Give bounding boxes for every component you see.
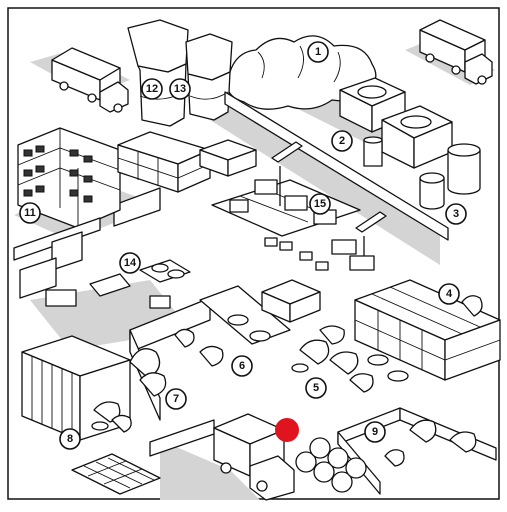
zone-label-4-text: 4 [446, 288, 453, 300]
zone-label-12: 12 [142, 79, 162, 99]
zone-label-2-text: 2 [339, 135, 345, 147]
grid-pallet [72, 454, 160, 494]
zone-label-12-text: 12 [146, 83, 158, 95]
zone-label-13: 13 [170, 79, 190, 99]
zone-label-3: 3 [446, 204, 466, 224]
zone-label-8-text: 8 [67, 433, 73, 445]
zone-label-9: 9 [365, 422, 385, 442]
truck-top-left [52, 48, 128, 112]
zone-label-6: 6 [232, 356, 252, 376]
crate-stacks-center-left [118, 132, 256, 192]
zone-label-15-text: 15 [314, 198, 326, 210]
building-zone-8 [22, 336, 130, 440]
zone-label-7-text: 7 [173, 393, 179, 405]
storage-bins-zone-2 [340, 78, 452, 168]
enclosure-zone-9 [338, 408, 496, 494]
zone-label-13-text: 13 [174, 83, 186, 95]
zone-label-11-text: 11 [24, 207, 36, 219]
zone-label-6-text: 6 [239, 360, 245, 372]
zone-label-1: 1 [308, 42, 328, 62]
coil-stack-bottom [296, 438, 366, 492]
zone-label-14: 14 [120, 253, 140, 273]
zone-label-8: 8 [60, 429, 80, 449]
zone-label-5: 5 [306, 378, 326, 398]
location-marker [275, 418, 299, 442]
zone-label-2: 2 [332, 131, 352, 151]
zone-label-11: 11 [20, 203, 40, 223]
zone-label-15: 15 [310, 194, 330, 214]
zone-label-4: 4 [439, 284, 459, 304]
zone-label-3-text: 3 [453, 208, 459, 220]
zone-label-7: 7 [166, 389, 186, 409]
silos [128, 20, 232, 126]
truck-top-right [420, 20, 492, 84]
assembly-area-zone-14 [14, 218, 190, 308]
zone-label-14-text: 14 [124, 257, 137, 269]
zone-label-1-text: 1 [315, 46, 321, 58]
zone-label-5-text: 5 [313, 382, 319, 394]
zone-label-9-text: 9 [372, 426, 378, 438]
